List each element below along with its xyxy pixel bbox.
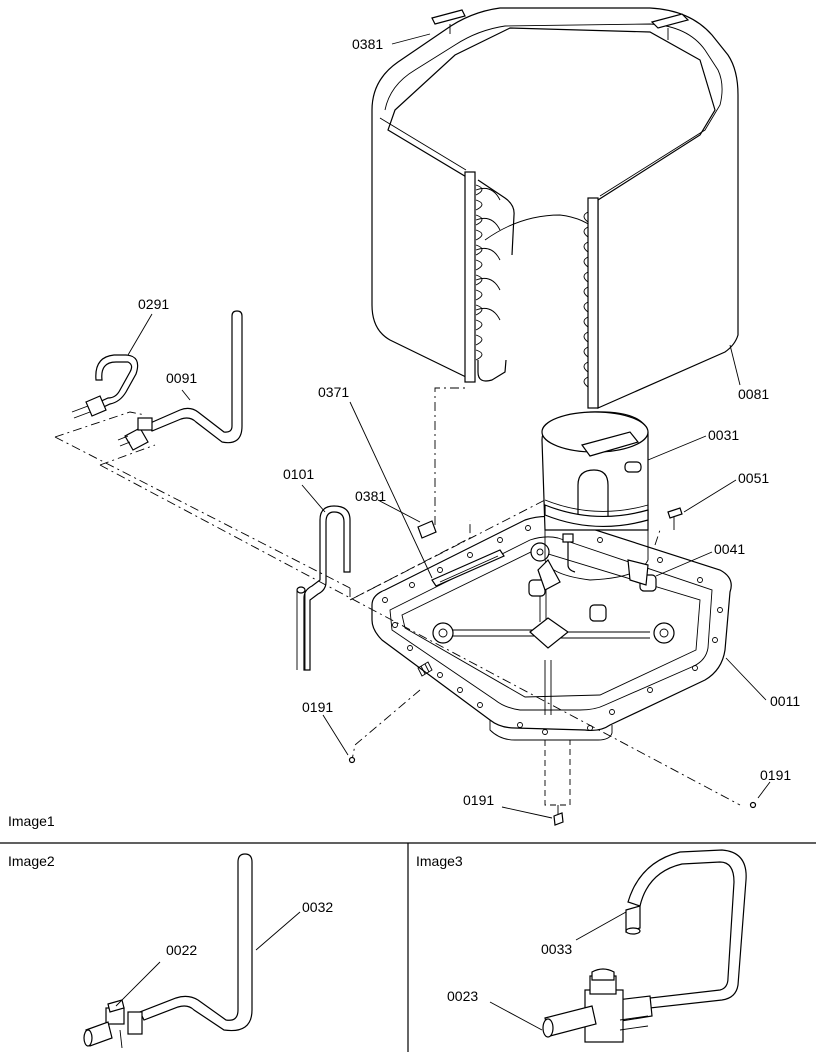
label-0091: 0091 <box>166 370 197 386</box>
coil-right-tubes <box>583 211 589 388</box>
panel-label-image3: Image3 <box>416 853 463 869</box>
top-tab-left <box>431 9 466 25</box>
label-0191-right: 0191 <box>760 767 791 783</box>
panel-label-image2: Image2 <box>8 853 55 869</box>
condenser-coil <box>371 7 739 409</box>
base-cross <box>440 590 650 715</box>
label-0381-top: 0381 <box>352 36 383 52</box>
clip-0381 <box>417 520 437 539</box>
panel-dividers <box>0 842 816 1052</box>
liquid-line-0291 <box>71 354 139 419</box>
label-0011: 0011 <box>770 693 800 709</box>
label-0371: 0371 <box>318 384 349 400</box>
tube-0101 <box>296 505 351 671</box>
label-0031: 0031 <box>708 427 739 443</box>
panel-label-image1: Image1 <box>8 813 55 829</box>
coil-left-tubes <box>475 179 515 382</box>
label-0041: 0041 <box>714 541 745 557</box>
assembly-dashed-lines <box>54 387 741 815</box>
base-pan <box>371 515 732 741</box>
screw-0051 <box>667 507 683 530</box>
label-0022: 0022 <box>166 942 197 958</box>
fasteners-0191 <box>348 756 757 826</box>
label-0191-bottom: 0191 <box>463 792 494 808</box>
image2-suction-assembly <box>83 853 301 1049</box>
suction-line-0091 <box>117 310 243 451</box>
compressor-terminal-cover <box>581 431 640 457</box>
part-labels: 0381 0291 0091 0371 0101 0381 0031 0051 … <box>8 36 800 1004</box>
label-0081: 0081 <box>738 386 769 402</box>
top-tab-right <box>650 13 690 29</box>
label-0291: 0291 <box>138 296 169 312</box>
compressor <box>537 411 649 591</box>
label-0033: 0033 <box>541 941 572 957</box>
image3-liquid-assembly <box>489 849 747 1043</box>
label-leaders <box>127 33 771 819</box>
label-0101: 0101 <box>283 466 314 482</box>
label-0051: 0051 <box>738 470 769 486</box>
base-holes <box>382 525 723 735</box>
label-0191-left: 0191 <box>302 699 333 715</box>
label-0032: 0032 <box>302 899 333 915</box>
label-0023: 0023 <box>447 988 478 1004</box>
label-0381-mid: 0381 <box>355 488 386 504</box>
